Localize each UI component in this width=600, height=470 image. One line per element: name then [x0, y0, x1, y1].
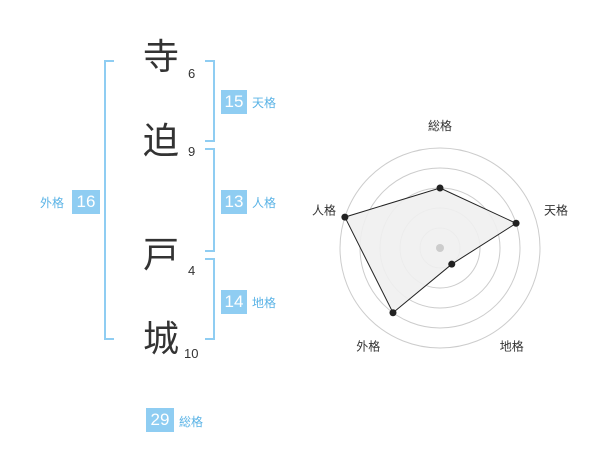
radar-point-1: [436, 184, 444, 192]
radar-axis-label-3: 地格: [500, 339, 524, 354]
chikaku-value-badge: 14: [221, 290, 247, 314]
radar-axis-label-2: 天格: [544, 202, 568, 217]
stroke-count-2: 9: [188, 144, 196, 159]
name-char-3: 戸: [142, 235, 179, 276]
gaikaku-bracket: [104, 60, 114, 340]
soukaku-value-badge: 29: [146, 408, 174, 432]
gaikaku-value-badge: 16: [72, 190, 100, 214]
tenkaku-label: 天格: [252, 96, 277, 110]
stroke-count-1: 6: [188, 66, 196, 81]
radar-point-3: [448, 260, 456, 268]
radar-points: [341, 184, 520, 317]
radar-axis-label-4: 外格: [356, 339, 380, 354]
stroke-count-3: 4: [188, 263, 196, 278]
name-char-2: 迫: [142, 121, 179, 162]
chikaku-bracket: [205, 258, 215, 340]
jinkaku-value-badge: 13: [221, 190, 247, 214]
tenkaku-value-badge: 15: [221, 90, 247, 114]
radar-axis-label-5: 人格: [312, 202, 336, 217]
gaikaku-label: 外格: [40, 196, 65, 210]
radar-point-5: [341, 213, 349, 221]
radar-area: [344, 187, 518, 314]
stroke-count-4: 10: [184, 346, 199, 361]
radar-axis-label-1: 総格: [428, 118, 452, 133]
radar-point-4: [389, 309, 397, 317]
soukaku-label: 総格: [179, 415, 204, 429]
name-char-4: 城: [142, 319, 179, 360]
jinkaku-label: 人格: [252, 196, 277, 210]
name-char-1: 寺: [142, 37, 179, 78]
tenkaku-bracket: [205, 60, 215, 142]
chikaku-label: 地格: [252, 296, 277, 310]
jinkaku-bracket: [205, 148, 215, 252]
radar-center-marker: [436, 244, 444, 252]
radar-point-2: [512, 219, 520, 227]
